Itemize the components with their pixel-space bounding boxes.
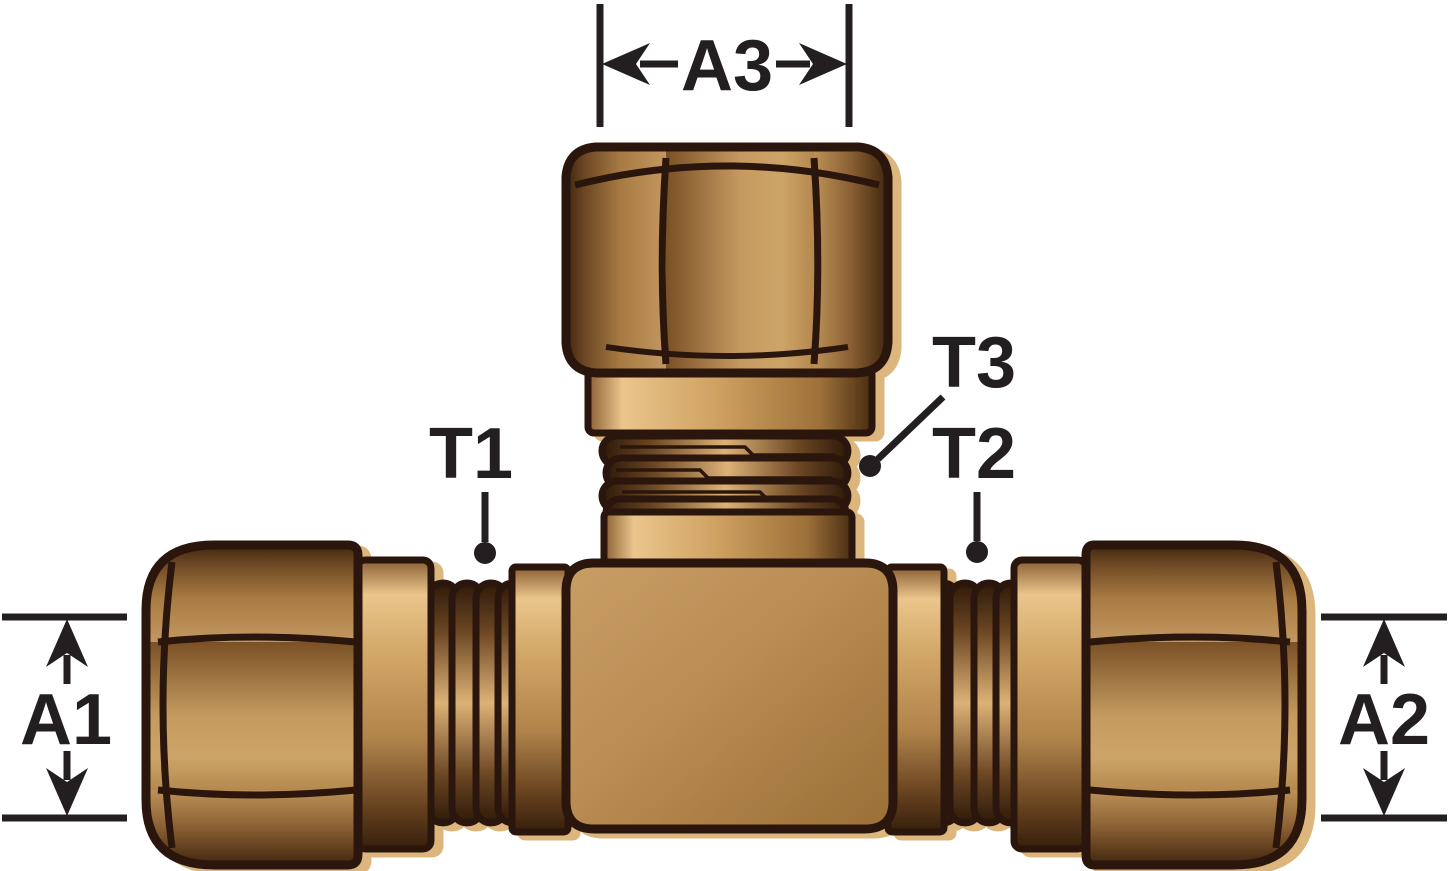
- a1-arrowhead-up: [46, 619, 88, 667]
- a2-arrowhead-down: [1363, 768, 1405, 816]
- annotations: A3 A1 A2 T1: [2, 4, 1447, 822]
- t2-label: T2: [932, 414, 1016, 494]
- left-hex-nut: [141, 540, 363, 870]
- left-flange: [508, 563, 572, 836]
- t3-label: T3: [932, 323, 1016, 403]
- callout-t2: T2: [932, 414, 1016, 563]
- t2-leader-dot: [966, 541, 988, 563]
- callout-t3: T3: [859, 323, 1016, 477]
- top-hex-nut: [561, 142, 893, 378]
- dimension-a2: A2: [1321, 613, 1447, 822]
- a3-arrowhead-left: [602, 43, 650, 85]
- a3-arrowhead-right: [799, 43, 847, 85]
- right-hex-nut: [1081, 540, 1307, 870]
- left-collar: [353, 556, 435, 853]
- tee-fitting-body-group: [141, 142, 1307, 870]
- right-collar: [1010, 556, 1090, 853]
- a2-label: A2: [1338, 680, 1430, 760]
- a3-label: A3: [681, 26, 773, 106]
- a1-label: A1: [20, 680, 112, 760]
- a1-arrowhead-down: [46, 768, 88, 816]
- tee-center-body: [561, 558, 898, 834]
- t1-label: T1: [429, 414, 513, 494]
- t3-leader-dot: [859, 455, 881, 477]
- dimension-a3: A3: [596, 4, 853, 127]
- t1-leader-dot: [474, 542, 496, 564]
- dimension-a1: A1: [2, 613, 127, 822]
- a2-arrowhead-up: [1363, 619, 1405, 667]
- t3-leader-line: [875, 394, 946, 462]
- callout-t1: T1: [429, 414, 513, 564]
